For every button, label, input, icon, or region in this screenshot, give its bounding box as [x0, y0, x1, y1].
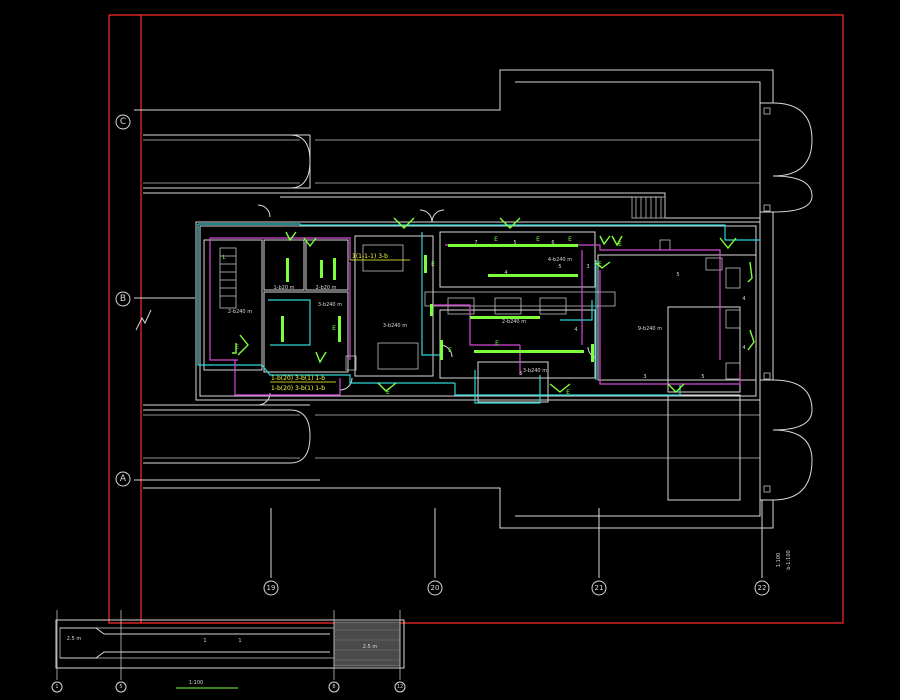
svg-text:E: E [332, 325, 336, 332]
svg-text:E: E [494, 236, 498, 243]
svg-text:A: A [120, 474, 127, 484]
svg-text:E: E [598, 261, 602, 268]
svg-text:b-1:100: b-1:100 [786, 550, 792, 569]
svg-text:E: E [495, 340, 499, 347]
svg-text:1:100: 1:100 [189, 680, 203, 686]
svg-text:19: 19 [267, 584, 276, 592]
axis-bubble-19: 19 [263, 580, 279, 596]
svg-text:1: 1 [238, 638, 241, 644]
svg-text:7: 7 [474, 240, 477, 246]
svg-text:3-b240 m: 3-b240 m [523, 368, 547, 374]
svg-text:4: 4 [742, 296, 745, 302]
svg-text:21: 21 [595, 584, 604, 592]
station-outline [143, 69, 813, 529]
svg-text:5: 5 [519, 371, 522, 377]
svg-text:6: 6 [551, 240, 554, 246]
svg-text:E: E [618, 241, 622, 248]
svg-text:E: E [431, 261, 435, 268]
svg-text:4: 4 [574, 327, 577, 333]
svg-text:1-b(20) 3-b(1) 1-b: 1-b(20) 3-b(1) 1-b [271, 385, 325, 392]
svg-text:1:100: 1:100 [776, 553, 782, 567]
svg-text:E: E [566, 389, 570, 396]
svg-text:5: 5 [676, 272, 679, 278]
svg-text:2.5 m: 2.5 m [67, 636, 82, 642]
svg-text:22: 22 [758, 584, 767, 592]
magenta-duct-lines [209, 237, 741, 396]
room-labels: 2-b240 m 1-b20 m 2-b20 m 3-b240 m 3-b240… [228, 257, 662, 374]
svg-text:3: 3 [586, 264, 589, 270]
svg-text:5: 5 [558, 264, 561, 270]
svg-text:3-b240 m: 3-b240 m [383, 323, 407, 329]
svg-text:9-b240 m: 9-b240 m [638, 326, 662, 332]
svg-text:3-b240 m: 3-b240 m [318, 302, 342, 308]
svg-text:1-b(20) 3-b(1) 1-b: 1-b(20) 3-b(1) 1-b [271, 375, 325, 382]
svg-text:E: E [386, 389, 390, 396]
svg-text:2-b240 m: 2-b240 m [228, 309, 252, 315]
svg-text:4: 4 [504, 270, 507, 276]
side-scale-note: 1:100 b-1:100 [776, 550, 792, 569]
svg-text:E: E [568, 236, 572, 243]
svg-text:2.5 m: 2.5 m [363, 644, 378, 650]
axis-bubble-c: C [115, 114, 131, 130]
break-line-symbol [135, 309, 152, 331]
svg-text:5: 5 [701, 374, 704, 380]
duct-markers: E E E E E E E E E E E E L 5 3 5 4 4 4 4 … [222, 236, 745, 396]
yellow-annotations: 1(1-1-1) 3-b 1-b(20) 3-b(1) 1-b 1-b(20) … [270, 253, 410, 392]
svg-text:12: 12 [397, 684, 403, 690]
axis-bubble-b: B [115, 291, 131, 307]
svg-text:20: 20 [431, 584, 440, 592]
svg-text:1-b20 m: 1-b20 m [274, 285, 295, 291]
axis-bubble-21: 21 [591, 580, 607, 596]
svg-text:5: 5 [119, 684, 122, 690]
svg-text:L: L [222, 254, 226, 261]
svg-text:E: E [448, 347, 452, 354]
svg-text:E: E [235, 344, 239, 351]
svg-text:2-b240 m: 2-b240 m [502, 319, 526, 325]
svg-text:1(1-1-1) 3-b: 1(1-1-1) 3-b [352, 253, 388, 260]
axis-bubble-a: A [115, 471, 131, 487]
inset-axis-bubbles: 1 5 8 12 [51, 681, 406, 693]
svg-text:1: 1 [203, 638, 206, 644]
svg-text:E: E [536, 236, 540, 243]
key-plan-inset: 2.5 m 1 1 2.5 m 1:100 [55, 610, 405, 689]
axis-bubble-20: 20 [427, 580, 443, 596]
svg-text:B: B [120, 294, 126, 304]
svg-text:2-b20 m: 2-b20 m [316, 285, 337, 291]
svg-text:8: 8 [332, 684, 335, 690]
green-equipment [232, 217, 755, 393]
svg-text:1: 1 [55, 684, 58, 690]
svg-text:C: C [120, 117, 126, 127]
svg-text:3: 3 [643, 374, 646, 380]
svg-text:4-b240 m: 4-b240 m [548, 257, 572, 263]
svg-text:5: 5 [513, 240, 516, 246]
svg-text:4: 4 [742, 345, 745, 351]
axis-bubble-22: 22 [754, 580, 770, 596]
